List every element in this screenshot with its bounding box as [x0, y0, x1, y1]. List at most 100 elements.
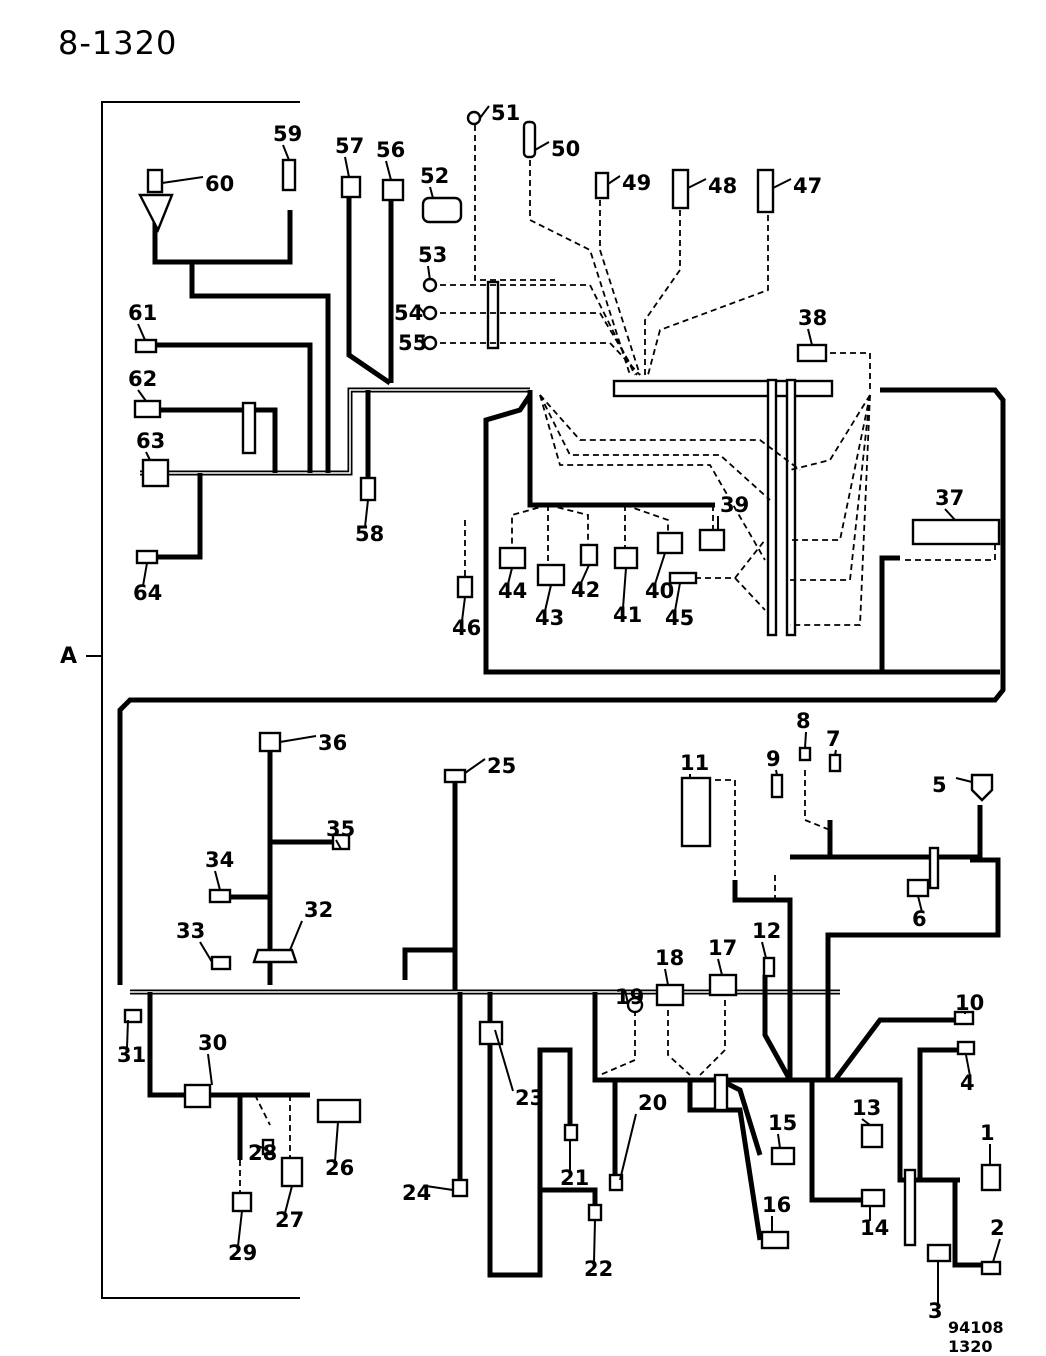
callout-number: 26	[325, 1156, 354, 1180]
callout-leader	[777, 1133, 781, 1149]
callout-number: 59	[273, 122, 302, 146]
component-18	[655, 983, 685, 1007]
callout-23: 23	[494, 1029, 544, 1110]
callout-leader	[664, 968, 669, 986]
callout-number: 62	[128, 367, 157, 391]
callout-number: 13	[852, 1096, 881, 1120]
callout-29: 29	[228, 1210, 257, 1265]
callout-leader	[427, 265, 431, 281]
callout-26: 26	[325, 1121, 354, 1180]
callout-58: 58	[355, 499, 384, 546]
callout-leader	[214, 870, 221, 891]
callout-number: 11	[680, 751, 709, 775]
callout-22: 22	[584, 1219, 613, 1281]
callout-48: 48	[687, 174, 737, 198]
upper-harness	[117, 195, 1006, 985]
callout-13: 13	[852, 1096, 881, 1126]
callout-leader	[834, 749, 837, 756]
callout-leader	[334, 1121, 339, 1162]
callout-number: 5	[932, 773, 947, 797]
component-41	[613, 546, 639, 570]
component-6	[906, 878, 930, 898]
callout-53: 53	[418, 243, 447, 281]
callout-number: 17	[708, 936, 737, 960]
callout-number: 23	[515, 1086, 544, 1110]
callout-leader	[534, 141, 550, 151]
component-1	[980, 1163, 1002, 1192]
callout-number: 28	[248, 1141, 277, 1165]
component-56	[381, 178, 405, 202]
callout-10: 10	[955, 991, 984, 1015]
callout-64: 64	[133, 562, 162, 605]
callout-24: 24	[402, 1181, 454, 1205]
callout-leader	[421, 335, 425, 344]
callout-number: 47	[793, 174, 822, 198]
callout-28: 28	[248, 1141, 277, 1165]
component-27	[280, 1156, 304, 1188]
callout-31: 31	[117, 1019, 146, 1067]
component-11	[680, 776, 712, 848]
callout-number: 30	[198, 1031, 227, 1055]
callout-leader	[289, 920, 303, 951]
callout-number: 60	[205, 172, 234, 196]
callout-35: 35	[326, 817, 355, 850]
callout-number: 34	[205, 848, 234, 872]
callout-number: 45	[665, 606, 694, 630]
component-32	[252, 948, 298, 964]
callout-17: 17	[708, 936, 737, 976]
callout-number: 27	[275, 1208, 304, 1232]
callout-9: 9	[766, 747, 781, 776]
callout-leader	[207, 1053, 213, 1086]
callout-number: 48	[708, 174, 737, 198]
callout-number: 19	[615, 985, 644, 1009]
callout-number: 33	[176, 919, 205, 943]
callout-number: 35	[326, 817, 355, 841]
harness-clamp	[713, 1073, 729, 1112]
callout-number: 56	[376, 138, 405, 162]
component-57	[340, 175, 362, 199]
callout-number: 9	[766, 747, 781, 771]
callout-leader	[199, 941, 213, 963]
component-58	[359, 476, 377, 502]
component-45	[668, 571, 698, 585]
callout-number: 18	[655, 946, 684, 970]
callout-number: 20	[638, 1091, 667, 1115]
callout-45: 45	[665, 582, 694, 630]
component-13	[860, 1123, 884, 1149]
callout-61: 61	[128, 301, 157, 341]
callout-number: 6	[912, 907, 927, 931]
callout-number: 29	[228, 1241, 257, 1265]
callout-leader	[807, 328, 813, 346]
callout-15: 15	[768, 1111, 797, 1149]
callout-number: 55	[398, 331, 427, 355]
callout-43: 43	[535, 584, 564, 630]
component-63	[141, 458, 170, 488]
callout-leader	[257, 1145, 269, 1151]
junction-block	[612, 379, 834, 398]
callout-49: 49	[607, 171, 651, 195]
component-7	[828, 753, 842, 773]
callout-leader	[917, 895, 923, 913]
callout-number: 37	[935, 486, 964, 510]
callout-leader	[861, 1118, 871, 1126]
component-52	[421, 196, 463, 224]
component-9	[770, 773, 784, 799]
component-24	[451, 1178, 469, 1198]
callout-number: 12	[752, 919, 781, 943]
callout-25: 25	[464, 754, 516, 778]
callout-number: 52	[420, 164, 449, 188]
callout-55: 55	[398, 331, 427, 355]
callout-leader	[479, 105, 490, 119]
callout-leader	[607, 175, 621, 185]
component-17	[708, 973, 738, 997]
callout-number: 54	[394, 301, 423, 325]
component-51	[466, 110, 482, 126]
component-4	[956, 1040, 976, 1056]
callout-leader	[282, 144, 290, 161]
callout-leader	[137, 389, 147, 402]
component-54	[422, 305, 438, 321]
callout-number: 63	[136, 429, 165, 453]
callout-54: 54	[394, 301, 425, 325]
callout-57: 57	[335, 134, 364, 178]
component-25	[443, 768, 467, 784]
